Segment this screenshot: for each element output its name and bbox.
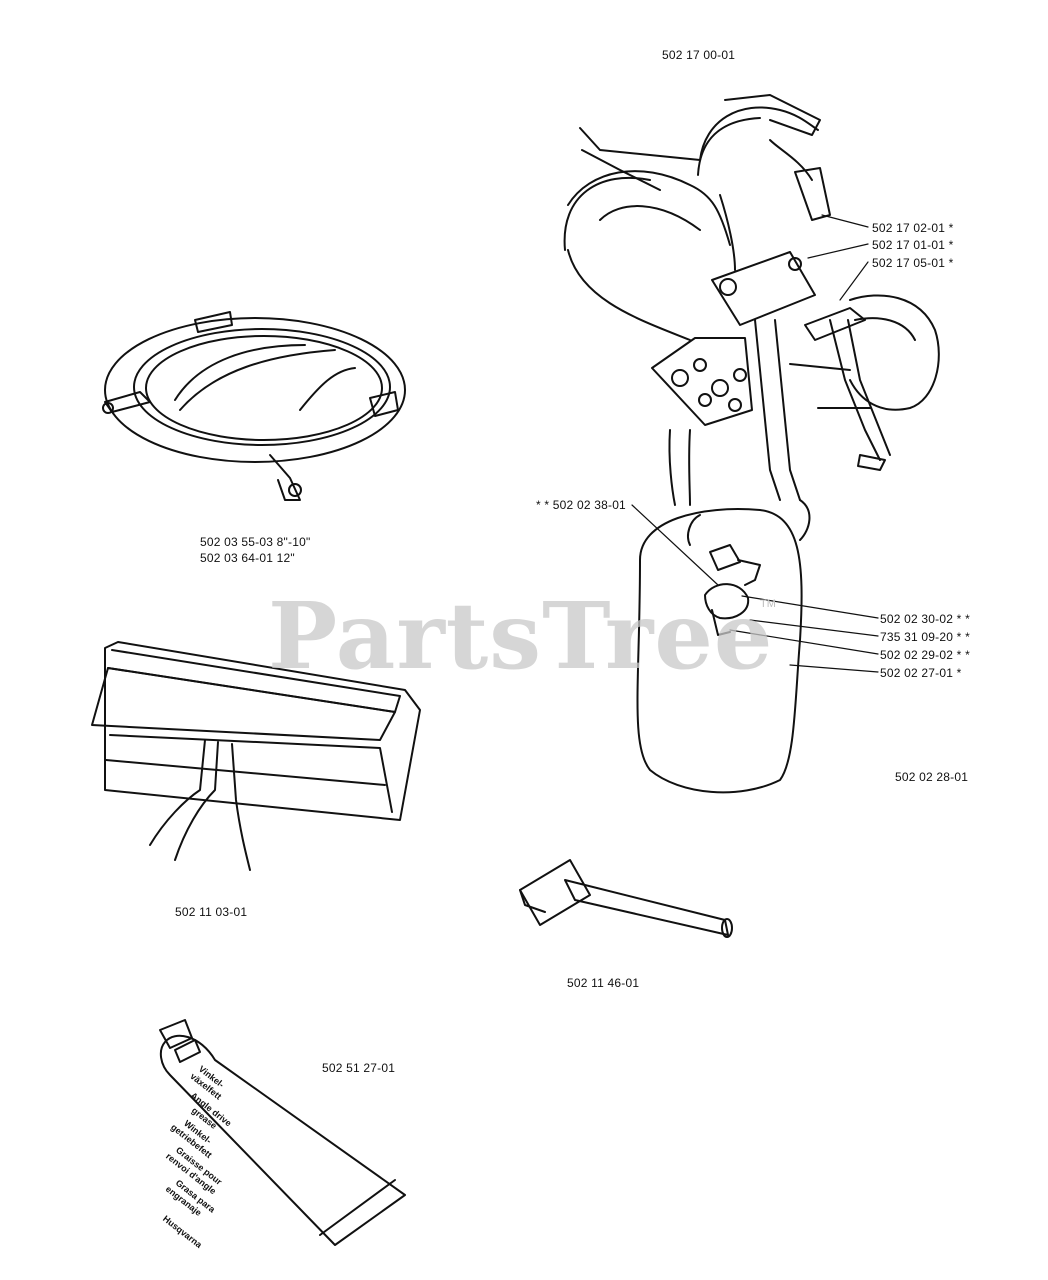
label-tool-bag: 502 11 03-01 bbox=[175, 905, 248, 919]
label-wrench: 502 11 46-01 bbox=[567, 976, 640, 990]
label-hip-pad: 502 17 05-01 * bbox=[872, 256, 954, 270]
blade-guard-illustration bbox=[102, 311, 406, 501]
label-blade-guard-b: 502 03 64-01 12" bbox=[200, 551, 295, 565]
grease-tube-print: Vinkel- växelfett Angle drive grease Win… bbox=[161, 1064, 233, 1251]
watermark: PartsTree bbox=[268, 582, 774, 690]
label-bracket: 502 02 29-02 * * bbox=[880, 648, 970, 662]
harness-illustration bbox=[563, 94, 940, 794]
label-hook: 502 17 02-01 * bbox=[872, 221, 954, 235]
grease-tube-illustration bbox=[159, 1019, 406, 1246]
label-screw: 735 31 09-20 * * bbox=[880, 630, 970, 644]
trademark-mark: TM bbox=[760, 598, 776, 610]
label-harness-assembly: 502 17 00-01 bbox=[662, 48, 736, 62]
label-grease: 502 51 27-01 bbox=[322, 1061, 396, 1075]
leader-lines bbox=[631, 214, 879, 673]
label-blade-guard-a: 502 03 55-03 8"-10" bbox=[200, 535, 311, 549]
label-buckle: 502 02 30-02 * * bbox=[880, 612, 970, 626]
label-strap-plate: 502 17 01-01 * bbox=[872, 238, 954, 252]
tube-brand: Husqvarna bbox=[161, 1213, 205, 1250]
label-clip: * * 502 02 38-01 bbox=[536, 498, 626, 512]
label-shield: 502 02 27-01 * bbox=[880, 666, 962, 680]
wrench-illustration bbox=[519, 859, 733, 938]
label-shield-assembly: 502 02 28-01 bbox=[895, 770, 969, 784]
tool-bag-illustration bbox=[91, 641, 421, 871]
